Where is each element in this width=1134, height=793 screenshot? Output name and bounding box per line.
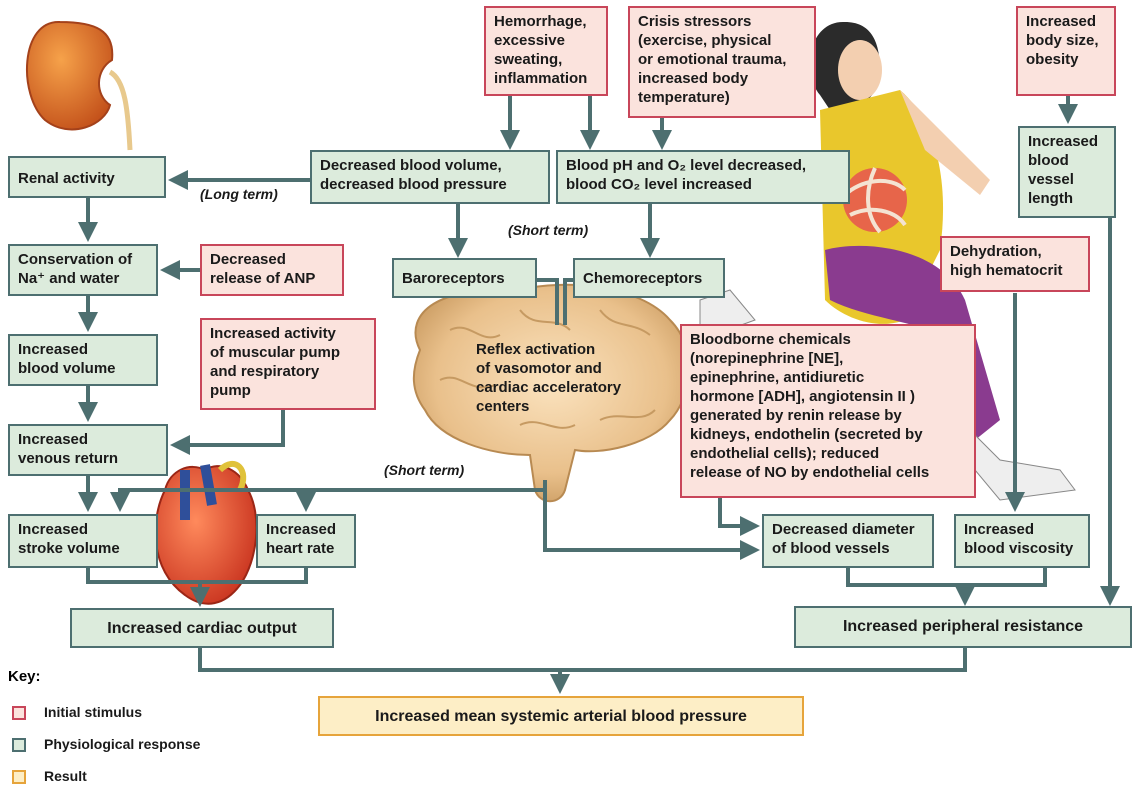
dehydration-box: Dehydration, high hematocrit xyxy=(940,236,1090,292)
increased-cardiac-output-box: Increased cardiac output xyxy=(70,608,334,648)
crisis-stressors-box: Crisis stressors (exercise, physical or … xyxy=(628,6,816,118)
hemorrhage-box: Hemorrhage, excessive sweating, inflamma… xyxy=(484,6,608,96)
key-swatch-initial-stimulus xyxy=(12,706,26,720)
long-term-label: (Long term) xyxy=(200,186,278,202)
baroreceptors-box: Baroreceptors xyxy=(392,258,537,298)
increased-body-size-box: Increased body size, obesity xyxy=(1016,6,1116,96)
short-term-lower-label: (Short term) xyxy=(384,462,464,478)
reflex-activation-label: Reflex activation of vasomotor and cardi… xyxy=(476,340,676,416)
decreased-blood-volume-box: Decreased blood volume, decreased blood … xyxy=(310,150,550,204)
increased-blood-volume-box: Increased blood volume xyxy=(8,334,158,386)
kidney-illustration xyxy=(27,22,130,150)
key-swatch-result xyxy=(12,770,26,784)
increased-heart-rate-box: Increased heart rate xyxy=(256,514,356,568)
blood-ph-box: Blood pH and O₂ level decreased, blood C… xyxy=(556,150,850,204)
decreased-diameter-box: Decreased diameter of blood vessels xyxy=(762,514,934,568)
conservation-na-water-box: Conservation of Na⁺ and water xyxy=(8,244,158,296)
bloodborne-chemicals-box: Bloodborne chemicals (norepinephrine [NE… xyxy=(680,324,976,498)
key-label-initial-stimulus: Initial stimulus xyxy=(44,704,142,720)
key-label-physiological-response: Physiological response xyxy=(44,736,200,752)
key-title: Key: xyxy=(8,668,41,685)
decreased-anp-box: Decreased release of ANP xyxy=(200,244,344,296)
increased-venous-return-box: Increased venous return xyxy=(8,424,168,476)
increased-vessel-length-box: Increased blood vessel length xyxy=(1018,126,1116,218)
key-swatch-physiological-response xyxy=(12,738,26,752)
increased-stroke-volume-box: Increased stroke volume xyxy=(8,514,158,568)
key-label-result: Result xyxy=(44,768,87,784)
muscular-pump-box: Increased activity of muscular pump and … xyxy=(200,318,376,410)
short-term-upper-label: (Short term) xyxy=(508,222,588,238)
increased-viscosity-box: Increased blood viscosity xyxy=(954,514,1090,568)
increased-peripheral-resistance-box: Increased peripheral resistance xyxy=(794,606,1132,648)
chemoreceptors-box: Chemoreceptors xyxy=(573,258,725,298)
result-box: Increased mean systemic arterial blood p… xyxy=(318,696,804,736)
renal-activity-box: Renal activity xyxy=(8,156,166,198)
